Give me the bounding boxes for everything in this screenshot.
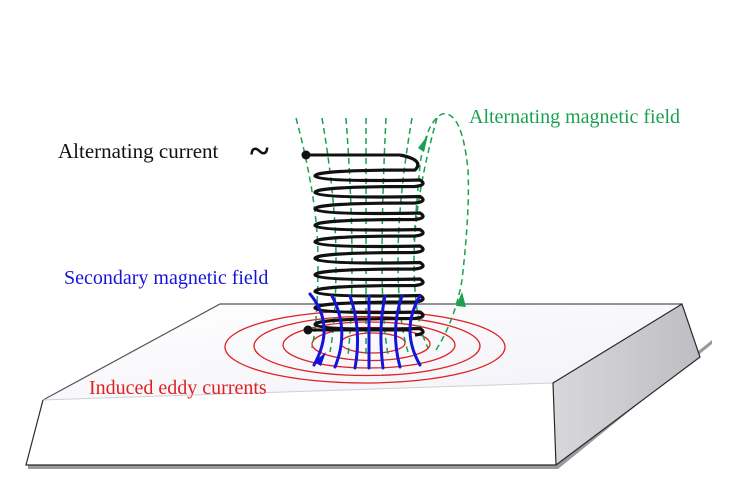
alternating-field-line bbox=[413, 117, 438, 349]
plate-top-back-edge bbox=[42, 303, 682, 401]
plate-side-face bbox=[553, 304, 700, 465]
secondary-magnetic-field-lines bbox=[308, 292, 422, 370]
ac-source-icon: ~ bbox=[250, 131, 269, 171]
alternating-field-line bbox=[295, 117, 319, 349]
coil-terminal-bottom bbox=[303, 325, 313, 335]
secondary-field-line bbox=[308, 292, 326, 367]
field-arrow-up-icon bbox=[456, 292, 466, 307]
alternating-current-label: Alternating current bbox=[58, 139, 219, 163]
plate-outline bbox=[25, 303, 701, 466]
secondary-field-line bbox=[393, 294, 404, 369]
metal-plate bbox=[25, 303, 712, 469]
secondary-field-line bbox=[408, 294, 422, 367]
plate-front-face bbox=[26, 383, 556, 465]
induced-eddy-currents-label: Induced eddy currents bbox=[89, 377, 267, 399]
alternating-magnetic-field-label: Alternating magnetic field bbox=[469, 106, 681, 128]
secondary-magnetic-field-label: Secondary magnetic field bbox=[64, 267, 269, 289]
secondary-field-line bbox=[330, 294, 344, 369]
eddy-ring bbox=[253, 315, 481, 377]
plate-front-top-edge bbox=[42, 382, 554, 401]
secondary-field-line bbox=[348, 294, 360, 370]
secondary-field-line bbox=[379, 294, 387, 370]
field-arrow-down-icon bbox=[418, 135, 428, 152]
coil-terminal-top bbox=[301, 150, 311, 160]
secondary-field-arrow-icon bbox=[314, 352, 326, 366]
